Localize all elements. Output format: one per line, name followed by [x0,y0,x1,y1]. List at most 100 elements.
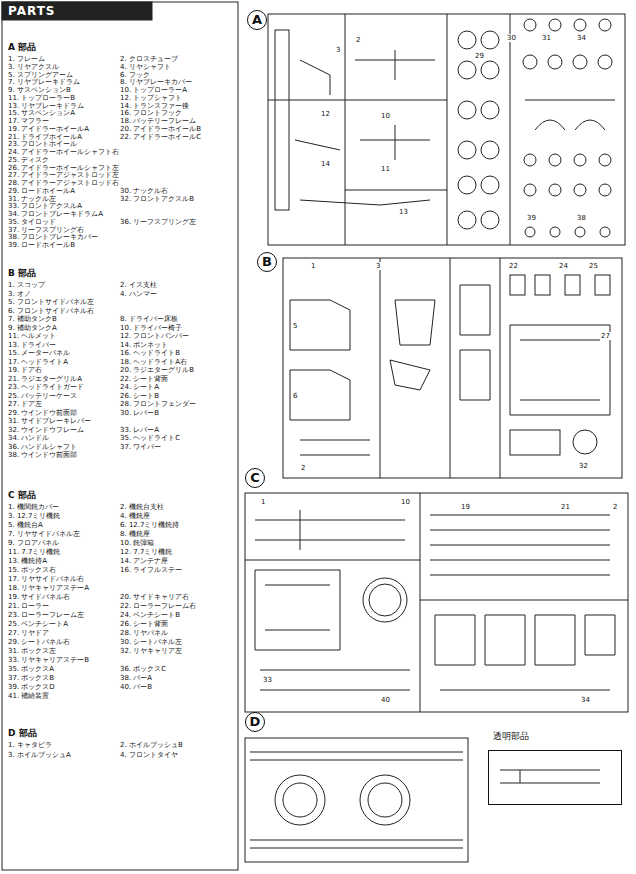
part-list-entry: 5. スプリングアーム [8,71,73,79]
callout-number: 25 [588,262,599,270]
part-list-entry: 25. ベンチシートA [8,620,68,628]
callout-number: 30 [506,34,517,42]
part-list-entry: 15. サスペンションA [8,109,75,117]
part-list-entry: 27. ドア左 [8,400,42,408]
sprue-d-frame [245,738,468,862]
part-list-entry: 36. リーフスプリング左 [120,218,196,226]
part-list-entry: 3. 12.7ミリ機銃 [8,512,61,520]
callout-number: 6 [292,392,298,400]
part-list-entry: 5. 機銃台A [8,521,43,529]
part-list-entry: 39. ロードホイールB [8,241,75,249]
part-list-entry: 12. 7.7ミリ機銃 [120,548,173,556]
clear-parts-frame: 透明部品 [488,750,622,805]
part-list-entry: 25. ディスク [8,156,49,164]
part-list-entry: 14. ボンネット [120,341,168,349]
part-list-entry: 14. アンテナ座 [120,557,168,565]
part-list-entry: 4. ハンマー [120,290,157,298]
part-list-entry: 37. リーフスプリング右 [8,226,84,234]
callout-number: 19 [460,503,471,511]
part-list-entry: 12. トップシャフト [120,94,182,102]
part-list-entry: 32. フロントアクスルB [120,195,194,203]
part-list-entry: 14. トランスファー後 [120,102,189,110]
part-list-entry: 10. 銃弾箱 [120,539,154,547]
part-list-entry: 22. ローラーフレーム右 [120,602,196,610]
part-list-entry: 11. ヘルメット [8,332,56,340]
part-list-entry: 23. ヘッドライトガード [8,383,84,391]
part-list-entry: 4. リヤシャフト [120,63,171,71]
sprue-b-frame [283,258,622,478]
part-list-entry: 30. ナックル右 [120,187,168,195]
part-list-entry: 10. トップローラーA [120,86,187,94]
part-list-entry: 37. ボックスB [8,674,54,682]
part-list-entry: 16. フロントフック [120,109,182,117]
sprue-letter: A [247,10,267,30]
part-list-entry: 9. フロアパネル [8,539,59,547]
part-list-entry: 32. ウインドウフレーム [8,426,84,434]
part-list-entry: 3. リヤアクスル [8,63,59,71]
part-list-entry: 38. フロントブレーキカバー [8,233,98,241]
part-list-entry: 22. アイドラーホイールC [120,133,201,141]
part-list-entry: 40. バーB [120,683,152,691]
part-list-entry: 37. ワイパー [120,443,161,451]
part-list-entry: 32. リヤキャリア左 [120,647,182,655]
part-list-entry: 2. イス支柱 [120,281,157,289]
part-list-entry: 13. 機銃持A [8,557,47,565]
part-list-entry: 16. ライフルステー [120,566,182,574]
part-list-entry: 18. リヤキャリアステーA [8,584,89,592]
part-list-entry: 7. リヤサイドパネル左 [8,530,80,538]
callout-number: 10 [380,112,391,120]
part-list-entry: 31. ボックス左 [8,647,56,655]
part-list-entry: 27. アイドラーアジャストロッド左 [8,171,119,179]
part-list-entry: 26. アイドラーホイールシャフト左 [8,164,119,172]
callout-number: 31 [541,34,552,42]
part-list-entry: 7. 補助タンクB [8,315,57,323]
part-list-entry: 21. ラジエターグリルA [8,375,82,383]
callout-number: 27 [600,332,611,340]
callout-number: 33 [262,676,273,684]
callout-number: 3 [375,262,381,270]
part-list-entry: 18. バッテリーフレーム [120,117,196,125]
part-list-entry: 1. 機関銃カバー [8,503,59,511]
part-list-entry: 35. ヘッドライトC [120,434,180,442]
part-list-entry: 2. クロスチューブ [120,55,178,63]
part-list-entry: 11. トップローラーB [8,94,75,102]
part-list-entry: 5. フロントサイドパネル左 [8,298,94,306]
section-heading: A 部品 [8,42,36,52]
part-list-entry: 31. ナックル左 [8,195,56,203]
part-list-entry: 6. フロントサイドパネル右 [8,307,94,315]
sprue-letter-text: D [250,715,261,729]
group-heading: 透明部品 [493,731,529,741]
part-list-entry: 16. ヘッドライトB [120,349,180,357]
sprue-letter: D [245,712,265,732]
sprue-letter-text: B [262,255,272,269]
part-list-entry: 27. リヤドア [8,629,49,637]
part-list-entry: 1. スコップ [8,281,45,289]
part-list-entry: 6. 12.7ミリ機銃持 [120,521,180,529]
part-list-entry: 31. サイドブレーキレバー [8,417,91,425]
sprue-letter: B [257,252,277,272]
part-list-entry: 10. ドライバー椅子 [120,324,182,332]
sprue-letter-text: C [250,471,260,485]
part-list-entry: 23. ローラーフレーム左 [8,611,84,619]
part-list-entry: 21. ローラー [8,602,49,610]
callout-number: 32 [578,462,589,470]
list-frame [2,2,238,870]
callout-number: 5 [292,322,298,330]
part-list-entry: 13. リヤブレーキドラム [8,102,84,110]
callout-number: 39 [526,214,537,222]
part-list-entry: 18. ヘッドライトA右 [120,358,187,366]
callout-number: 11 [380,165,391,173]
part-list-entry: 19. サイドパネル右 [8,593,70,601]
part-list-entry: 20. アイドラーホイールB [120,125,201,133]
part-list-entry: 29. ウインドウ前面部 [8,409,77,417]
part-list-entry: 33. フロントアクスルA [8,202,82,210]
sprue-letter: C [245,468,265,488]
part-list-entry: 22. シート背面 [120,375,168,383]
callout-number: 2 [300,464,306,472]
part-list-entry: 35. ボックスA [8,665,54,673]
callout-number: 24 [558,262,569,270]
part-list-entry: 28. アイドラーアジャストロッド右 [8,179,119,187]
part-list-entry: 8. 機銃座 [120,530,150,538]
section-heading: D 部品 [8,728,37,738]
